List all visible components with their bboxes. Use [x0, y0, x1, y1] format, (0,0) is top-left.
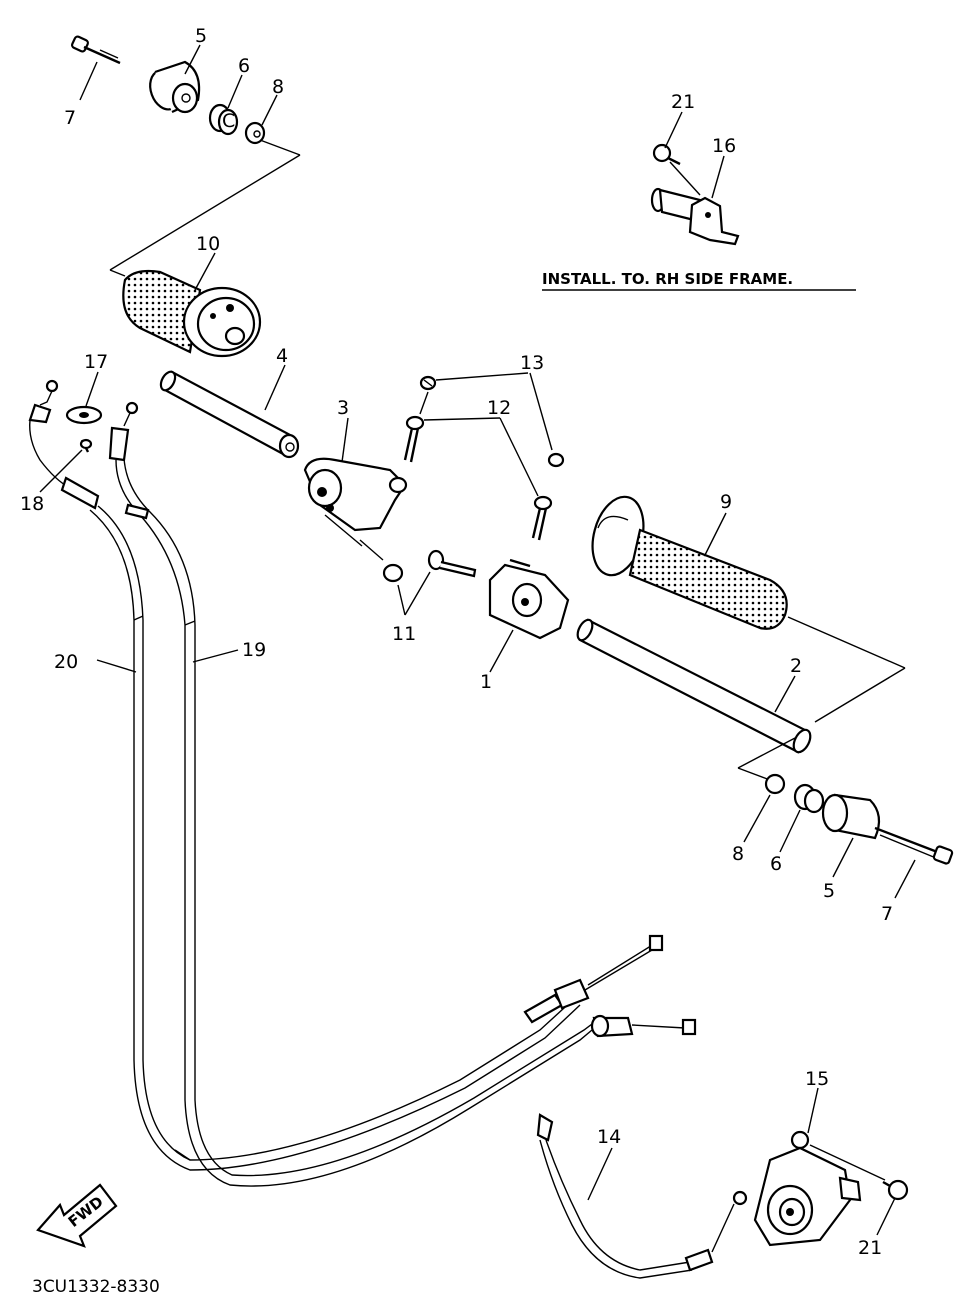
diagram-code: 3CU1332-8330 [32, 1277, 160, 1297]
leader-5 [832, 837, 854, 878]
right-grip [591, 495, 788, 630]
assembly-line [737, 737, 796, 769]
callout-16: 16 [712, 135, 736, 157]
assembly-line [109, 154, 301, 271]
leader-17 [85, 371, 99, 407]
callout-14: 14 [597, 1126, 621, 1148]
callout-2: 2 [790, 655, 802, 677]
callout-5: 5 [195, 25, 207, 47]
callout-21: 21 [671, 91, 695, 113]
leader-12 [423, 417, 501, 421]
bar-end-bolt-right [874, 826, 954, 865]
assembly-line [814, 667, 906, 723]
callout-9: 9 [720, 491, 732, 513]
leader-4 [264, 364, 286, 411]
screw-13b [547, 452, 565, 468]
throttle-housing-lower [488, 558, 570, 640]
assembly-line [259, 139, 301, 156]
leader-19 [192, 649, 239, 663]
leader-11 [404, 571, 431, 616]
leader-3 [341, 417, 349, 463]
choke-cable [536, 1113, 748, 1279]
throttle-housing [303, 457, 408, 532]
leader-7 [894, 859, 916, 899]
cable-end-right [108, 401, 139, 462]
bracket-16 [650, 143, 740, 246]
install-note: INSTALL. TO. RH SIDE FRAME. [542, 270, 793, 288]
bar-end-weight-left [149, 60, 201, 114]
throttle-tube [159, 370, 300, 459]
callout-1: 1 [480, 671, 492, 693]
leader-11 [397, 584, 406, 616]
leader-12 [499, 417, 539, 497]
handlebar [576, 618, 812, 754]
rubber-damper-left: C [208, 103, 239, 136]
assembly-line [109, 269, 126, 277]
callout-8: 8 [732, 843, 744, 865]
leader-6 [227, 74, 243, 109]
assembly-line [324, 514, 363, 547]
screw-12b [531, 495, 553, 541]
callout-7: 7 [881, 903, 893, 925]
callout-19: 19 [242, 639, 266, 661]
callout-7: 7 [64, 107, 76, 129]
collar-left [244, 121, 266, 145]
callout-8: 8 [272, 76, 284, 98]
leader-14 [587, 1147, 613, 1201]
callout-21: 21 [858, 1237, 882, 1259]
leader-13 [435, 372, 529, 381]
leader-5 [184, 44, 201, 75]
leader-8 [261, 94, 278, 126]
leader-2 [774, 675, 796, 713]
bar-end-weight-right [821, 793, 881, 840]
choke-lever-15 [753, 1130, 909, 1247]
collar-right [764, 773, 786, 795]
screw-13a [419, 375, 437, 391]
assembly-line [737, 767, 771, 781]
callout-10: 10 [196, 233, 220, 255]
callout-12: 12 [487, 397, 511, 419]
throttle-cable-20 [60, 476, 581, 1171]
throttle-cable-19 [115, 457, 601, 1187]
leader-15 [807, 1087, 819, 1134]
leader-13 [529, 372, 553, 451]
callout-6: 6 [238, 55, 250, 77]
screw-11a [359, 539, 404, 583]
leader [419, 391, 429, 415]
assembly-line [787, 616, 906, 669]
callout-4: 4 [276, 345, 288, 367]
leader-10 [194, 252, 216, 291]
callout-11: 11 [392, 623, 416, 645]
cable-guide-17 [65, 405, 103, 453]
leader-16 [711, 155, 725, 199]
callout-13: 13 [520, 352, 544, 374]
leader-21 [876, 1197, 896, 1236]
screw-11b [427, 549, 477, 578]
leader-7 [79, 61, 98, 101]
leader-1 [489, 629, 514, 673]
fwd-arrow: FWD [36, 1183, 118, 1248]
callout-18: 18 [20, 493, 44, 515]
svg-text:C: C [222, 110, 235, 132]
screw-12a [403, 415, 425, 463]
leader-20 [96, 659, 137, 673]
callout-6: 6 [770, 853, 782, 875]
cable-end-fittings [523, 934, 697, 1038]
leader-21 [664, 111, 683, 149]
callout-17: 17 [84, 351, 108, 373]
leader-9 [704, 512, 727, 556]
cable-end-left [28, 379, 71, 489]
callout-5: 5 [823, 880, 835, 902]
left-grip [122, 269, 262, 358]
callout-3: 3 [337, 397, 349, 419]
bar-end-bolt-left [71, 35, 121, 65]
leader-18 [39, 449, 83, 493]
leader-8 [743, 794, 771, 843]
leader-6 [779, 809, 801, 853]
callout-20: 20 [54, 651, 78, 673]
callout-15: 15 [805, 1068, 829, 1090]
rubber-damper-right [793, 783, 825, 814]
